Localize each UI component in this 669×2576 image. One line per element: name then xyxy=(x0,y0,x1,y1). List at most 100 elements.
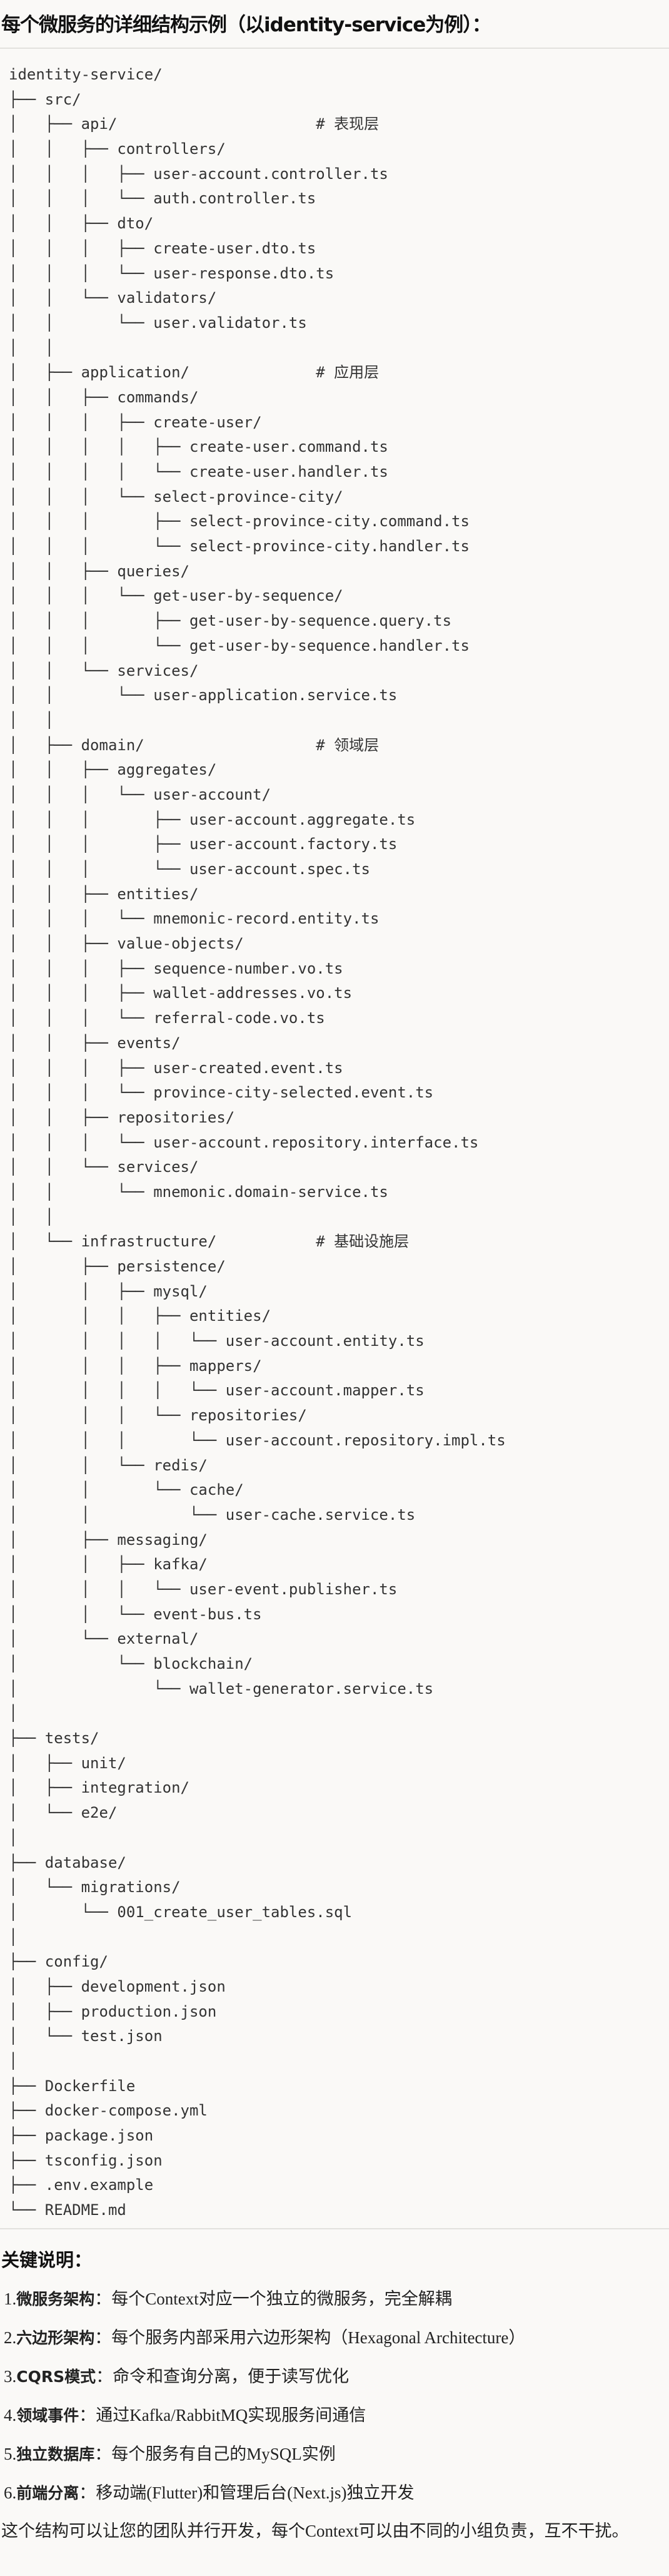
note-item: 1.微服务架构：每个Context对应一个独立的微服务，完全解耦 xyxy=(1,2279,669,2318)
directory-tree-code-block: identity-service/ ├── src/ │ ├── api/ # 表现… xyxy=(0,49,669,2229)
tree-line: ├── Dockerfile xyxy=(9,2077,136,2095)
note-term: CQRS模式 xyxy=(16,2368,96,2386)
tree-line: │ │ │ ├── user-account.aggregate.ts xyxy=(9,810,416,828)
tree-line: │ ├── application/ # 应用层 xyxy=(9,364,380,382)
note-number: 2. xyxy=(4,2328,17,2347)
tree-line: │ ├── messaging/ xyxy=(9,1530,208,1549)
tree-line: │ │ │ └── get-user-by-sequence.handler.t… xyxy=(9,636,470,654)
tree-line: └── README.md xyxy=(9,2201,126,2219)
tree-line: │ └── infrastructure/ # 基础设施层 xyxy=(9,1233,410,1251)
tree-line: ├── tsconfig.json xyxy=(9,2151,163,2169)
tree-line: │ │ │ │ └── user-account.mapper.ts xyxy=(9,1382,425,1400)
tree-line: │ │ │ └── user-event.publisher.ts xyxy=(9,1580,398,1598)
tree-line: │ │ │ │ ├── create-user.command.ts xyxy=(9,438,388,456)
note-term: 微服务架构 xyxy=(16,2290,95,2308)
tree-line: ├── tests/ xyxy=(9,1729,99,1748)
note-term: 独立数据库 xyxy=(16,2445,95,2463)
section-header: 每个微服务的详细结构示例（以identity-service为例）： xyxy=(0,0,669,49)
note-number: 6. xyxy=(4,2483,17,2502)
tree-line: │ │ │ └── user-account.spec.ts xyxy=(9,860,370,878)
note-desc: 每个Context对应一个独立的微服务，完全解耦 xyxy=(111,2289,452,2308)
note-desc: 每个服务有自己的MySQL实例 xyxy=(111,2445,336,2463)
tree-line: ├── .env.example xyxy=(9,2176,154,2194)
tree-line: │ │ ├── kafka/ xyxy=(9,1555,208,1574)
tree-line: │ │ │ │ └── create-user.handler.ts xyxy=(9,463,388,481)
note-item: 3.CQRS模式：命令和查询分离，便于读写优化 xyxy=(1,2357,669,2396)
tree-line: │ │ │ ├── get-user-by-sequence.query.ts xyxy=(9,612,452,630)
tree-line: │ │ │ ├── entities/ xyxy=(9,1307,271,1325)
tree-line: │ │ ├── mysql/ xyxy=(9,1282,208,1300)
tree-line: │ │ └── services/ xyxy=(9,1158,199,1176)
note-desc: 命令和查询分离，便于读写优化 xyxy=(113,2367,350,2386)
tree-line: │ ├── persistence/ xyxy=(9,1258,226,1275)
summary-text: 这个结构可以让您的团队并行开发，每个Context可以由不同的小组负责，互不干扰… xyxy=(1,2522,629,2540)
note-separator: ： xyxy=(79,2406,96,2425)
tree-line: │ │ │ │ └── user-account.entity.ts xyxy=(9,1332,425,1350)
tree-line: │ │ └── user.validator.ts xyxy=(9,313,307,332)
tree-line: │ └── external/ xyxy=(9,1630,199,1648)
tree-line: │ │ ├── events/ xyxy=(9,1034,181,1052)
tree-line: │ │ │ ├── wallet-addresses.vo.ts xyxy=(9,984,353,1002)
tree-line: │ └── migrations/ xyxy=(9,1878,181,1896)
tree-line: │ │ │ └── referral-code.vo.ts xyxy=(9,1009,325,1027)
note-separator: ： xyxy=(94,2289,112,2308)
note-term: 六边形架构 xyxy=(16,2329,95,2347)
tree-line: ├── src/ xyxy=(9,90,81,108)
tree-line: │ │ │ ├── sequence-number.vo.ts xyxy=(9,959,343,977)
tree-line: │ │ ├── commands/ xyxy=(9,388,199,406)
tree-line: │ └── test.json xyxy=(9,2027,163,2045)
section-title: 每个微服务的详细结构示例（以identity-service为例）： xyxy=(1,14,491,36)
tree-line: │ ├── unit/ xyxy=(9,1754,126,1772)
tree-line: ├── docker-compose.yml xyxy=(9,2102,208,2120)
tree-line: │ └── wallet-generator.service.ts xyxy=(9,1679,434,1698)
key-notes: 关键说明： 1.微服务架构：每个Context对应一个独立的微服务，完全解耦 2… xyxy=(0,2246,669,2550)
tree-line: │ │ │ ├── user-account.controller.ts xyxy=(9,165,388,183)
tree-line: │ │ └── validators/ xyxy=(9,289,217,307)
tree-line: │ │ │ └── repositories/ xyxy=(9,1407,307,1425)
note-number: 3. xyxy=(4,2367,17,2386)
tree-line: │ │ xyxy=(9,711,54,729)
note-number: 1. xyxy=(4,2289,17,2308)
tree-line: │ │ └── cache/ xyxy=(9,1481,244,1499)
tree-line: │ │ └── event-bus.ts xyxy=(9,1605,262,1623)
tree-line: │ │ ├── aggregates/ xyxy=(9,761,217,779)
tree-line: identity-service/ xyxy=(9,66,163,83)
tree-line: │ │ └── user-application.service.ts xyxy=(9,686,398,705)
note-term: 领域事件 xyxy=(16,2406,79,2425)
note-desc: 通过Kafka/RabbitMQ实现服务间通信 xyxy=(96,2406,366,2425)
tree-line: │ │ ├── value-objects/ xyxy=(9,935,244,953)
note-item: 4.领域事件：通过Kafka/RabbitMQ实现服务间通信 xyxy=(1,2396,669,2435)
tree-line: │ │ xyxy=(9,339,54,357)
tree-line: │ ├── development.json xyxy=(9,1977,226,1995)
tree-line: │ ├── domain/ # 领域层 xyxy=(9,736,380,754)
tree-line: │ │ │ └── auth.controller.ts xyxy=(9,190,316,208)
notes-title: 关键说明： xyxy=(1,2249,93,2271)
tree-line: │ │ │ ├── create-user.dto.ts xyxy=(9,239,316,257)
note-term: 前端分离 xyxy=(16,2484,79,2502)
notes-list: 1.微服务架构：每个Context对应一个独立的微服务，完全解耦 2.六边形架构… xyxy=(1,2279,669,2512)
note-item: 6.前端分离：移动端(Flutter)和管理后台(Next.js)独立开发 xyxy=(1,2473,669,2512)
tree-line: │ │ │ └── select-province-city.handler.t… xyxy=(9,537,470,556)
tree-line: │ │ ├── controllers/ xyxy=(9,140,226,158)
tree-line: ├── config/ xyxy=(9,1953,108,1971)
tree-line: │ │ │ ├── user-account.factory.ts xyxy=(9,835,398,853)
tree-line: │ │ │ ├── create-user/ xyxy=(9,413,262,431)
tree-line: │ │ │ ├── select-province-city.command.t… xyxy=(9,512,470,531)
note-number: 5. xyxy=(4,2445,17,2463)
tree-line: │ │ ├── queries/ xyxy=(9,562,189,580)
tree-line: │ │ │ └── user-account.repository.impl.t… xyxy=(9,1431,506,1449)
tree-line: │ ├── api/ # 表现层 xyxy=(9,115,380,133)
tree-line: │ xyxy=(9,1704,18,1723)
tree-line: │ └── e2e/ xyxy=(9,1804,118,1822)
tree-line: │ │ │ └── select-province-city/ xyxy=(9,487,343,506)
tree-line: │ └── 001_create_user_tables.sql xyxy=(9,1903,353,1921)
tree-line: │ │ └── redis/ xyxy=(9,1456,208,1474)
tree-line: │ │ │ └── mnemonic-record.entity.ts xyxy=(9,910,380,928)
tree-line: │ │ ├── repositories/ xyxy=(9,1108,235,1126)
note-separator: ： xyxy=(94,2445,112,2463)
tree-line: │ │ └── services/ xyxy=(9,661,199,680)
tree-line: │ │ │ └── user-response.dto.ts xyxy=(9,264,334,282)
tree-line: │ │ ├── entities/ xyxy=(9,885,199,903)
tree-line: │ └── blockchain/ xyxy=(9,1655,253,1672)
tree-line: │ │ │ └── user-account.repository.interf… xyxy=(9,1133,479,1151)
